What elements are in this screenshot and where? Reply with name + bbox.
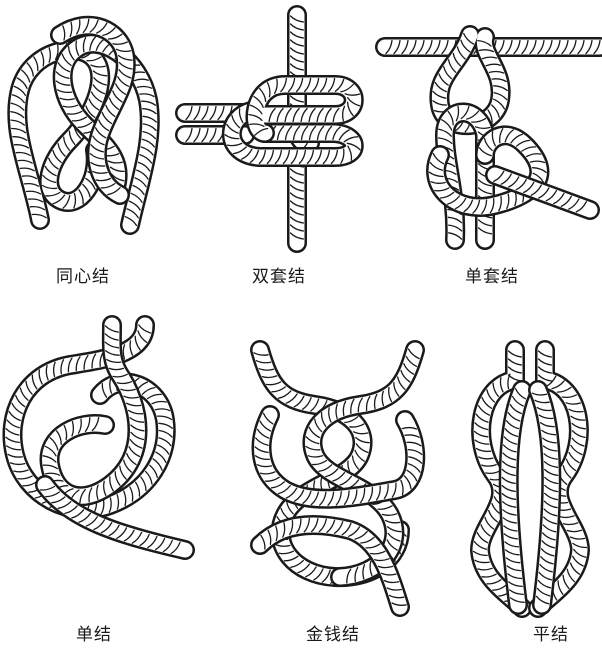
caption-concentric: 同心结 [3,262,163,287]
knot-panel-single-loop [385,25,600,245]
knot-panel-double-loop [185,15,365,245]
concentric-knot-icon [0,10,165,235]
single-knot-icon [0,325,205,565]
single-loop-knot-icon [385,25,600,245]
knot-panel-coin [240,345,440,610]
caption-double-loop: 双套结 [199,262,359,287]
caption-coin: 金钱结 [253,620,413,645]
knot-panel-single [0,325,205,565]
caption-single: 单结 [14,620,174,645]
caption-reef: 平结 [471,620,602,645]
double-loop-knot-icon [185,15,365,245]
reef-knot-icon [460,350,600,610]
knot-panel-reef [460,350,600,610]
caption-single-loop: 单套结 [412,262,572,287]
coin-knot-icon [240,345,440,610]
knot-panel-concentric [0,10,165,235]
